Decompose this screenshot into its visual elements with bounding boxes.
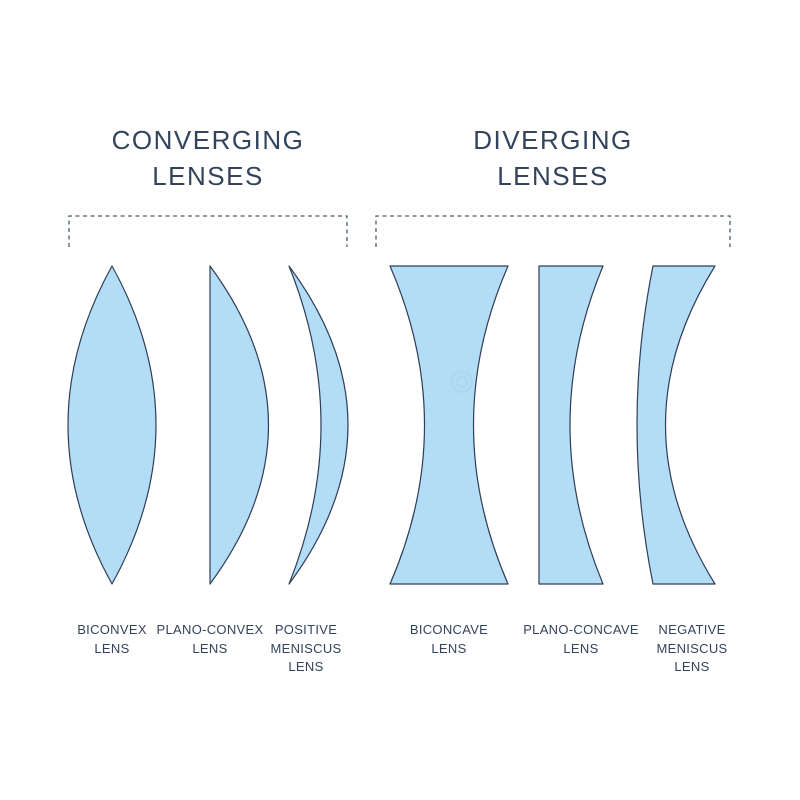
converging-title-line1: CONVERGING [111, 125, 305, 155]
diverging-title-line1: DIVERGING [473, 125, 633, 155]
positive-meniscus-label-line1: POSITIVE [274, 622, 338, 637]
biconcave-label-line2: LENS [431, 640, 467, 656]
negative-meniscus-label-line2: MENISCUS [656, 640, 728, 656]
plano-convex-label-line2: LENS [192, 640, 228, 656]
converging-lenses-title: CONVERGING LENSES [68, 122, 348, 194]
diverging-lenses-title: DIVERGING LENSES [376, 122, 730, 194]
diverging-title-line2: LENSES [497, 161, 609, 191]
converging-bracket [68, 215, 348, 247]
plano-concave-lens-label: PLANO-CONCAVE LENS [516, 621, 646, 658]
positive-meniscus-label-line3: LENS [288, 659, 324, 674]
plano-concave-lens-shape [538, 265, 604, 585]
plano-convex-lens-shape [209, 265, 270, 585]
plano-concave-label-line2: LENS [563, 640, 599, 656]
negative-meniscus-lens-shape [636, 265, 716, 585]
biconcave-label-line1: BICONCAVE [409, 622, 489, 637]
plano-concave-label-line1: PLANO-CONCAVE [523, 622, 639, 637]
plano-convex-label-line1: PLANO-CONVEX [156, 622, 264, 637]
plano-convex-lens-label: PLANO-CONVEX LENS [149, 621, 271, 658]
positive-meniscus-lens-label: POSITIVE MENISCUS LENS [256, 621, 356, 677]
watermark [451, 371, 473, 393]
negative-meniscus-label-line1: NEGATIVE [658, 622, 726, 637]
biconcave-lens-shape [389, 265, 509, 585]
converging-title-line2: LENSES [152, 161, 264, 191]
diverging-bracket [375, 215, 731, 247]
biconvex-lens-shape [67, 265, 157, 585]
negative-meniscus-lens-label: NEGATIVE MENISCUS LENS [642, 621, 742, 677]
biconvex-lens-label: BICONVEX LENS [57, 621, 167, 658]
biconvex-label-line2: LENS [94, 640, 130, 656]
positive-meniscus-lens-shape [288, 265, 349, 585]
negative-meniscus-label-line3: LENS [674, 659, 710, 674]
biconvex-label-line1: BICONVEX [77, 622, 147, 637]
biconcave-lens-label: BICONCAVE LENS [394, 621, 504, 658]
positive-meniscus-label-line2: MENISCUS [270, 640, 342, 656]
